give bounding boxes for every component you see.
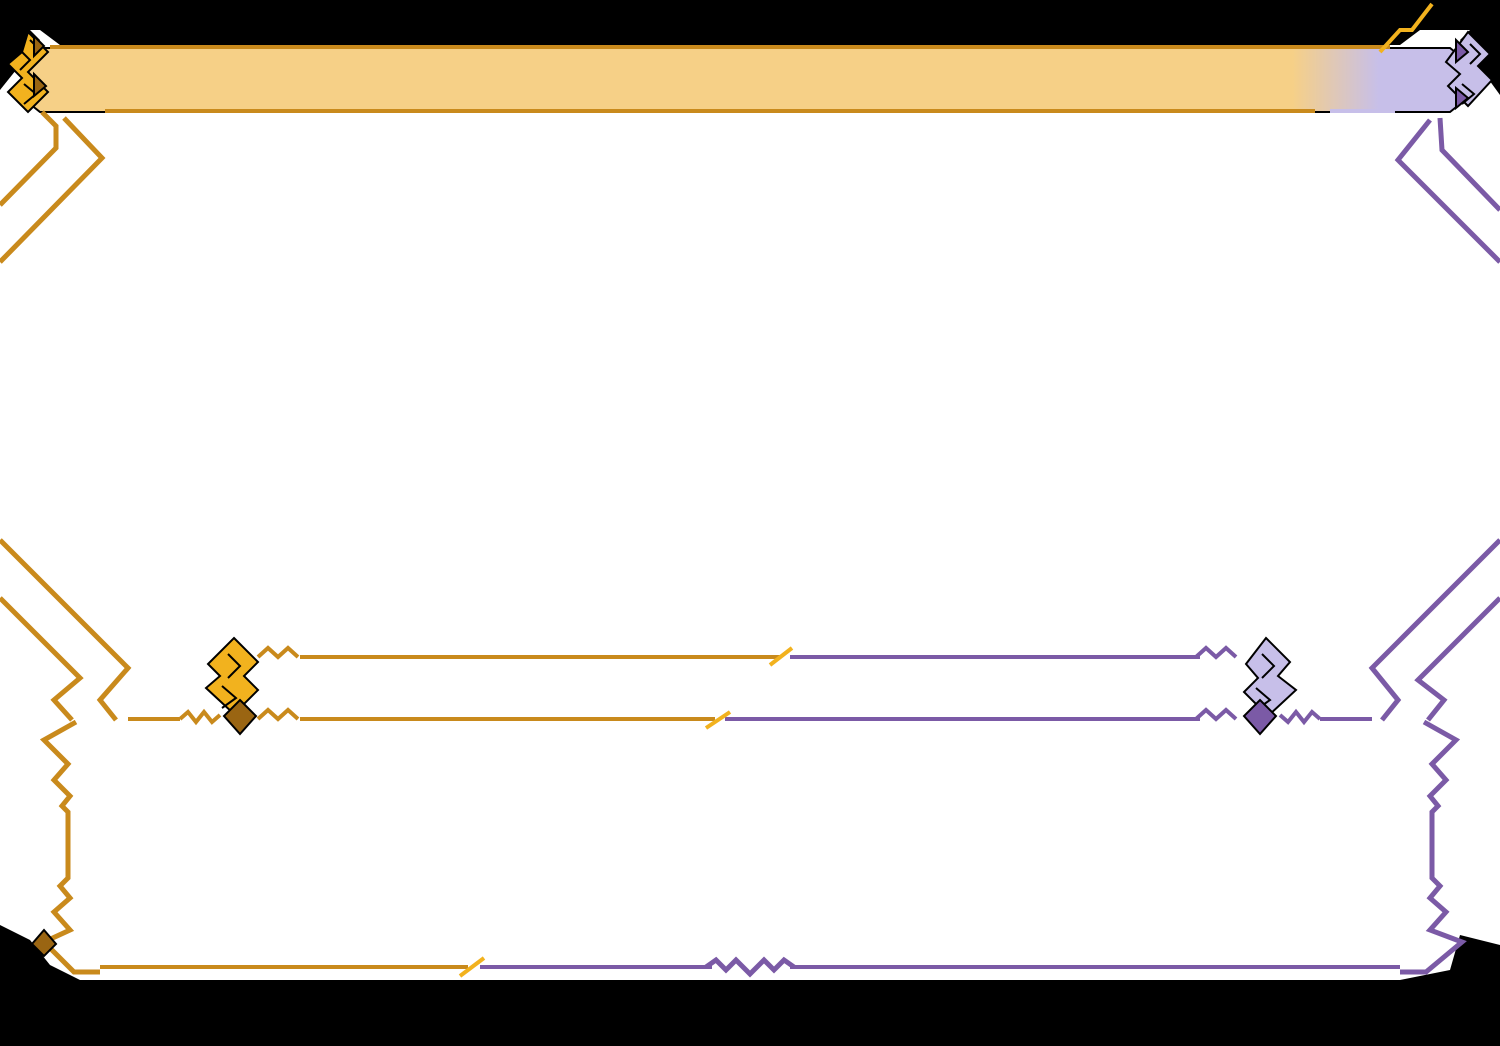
text-box-bottom-joint [458, 956, 486, 978]
top-border [0, 0, 1500, 45]
text-box-top-right-zigzag [1278, 708, 1322, 726]
bottom-border [0, 925, 1500, 1046]
type-line-zigzag-left [256, 645, 300, 722]
right-rail-upper-inner [1394, 118, 1500, 264]
top-left-knot-ornament [6, 30, 50, 114]
text-box-bottom-left-knot [30, 928, 58, 958]
lightning-accent [1378, 2, 1434, 54]
text-box-right-border [1400, 719, 1467, 975]
text-box-left-border [39, 719, 100, 975]
type-line-left-knot [204, 636, 260, 736]
right-rail-lower-outer [1368, 538, 1500, 722]
left-rail-upper-outer [0, 110, 59, 207]
type-line-right-knot [1242, 636, 1298, 736]
name-bar [24, 47, 1466, 113]
type-line-joint-bottom [704, 710, 732, 730]
type-line-zigzag-right [1194, 645, 1238, 722]
left-rail-lower-outer [0, 538, 132, 722]
right-rail-lower-inner [1414, 596, 1500, 722]
type-line-joint-top [768, 646, 794, 667]
left-top-corner [0, 0, 40, 90]
top-right-knot-ornament [1444, 30, 1494, 111]
text-box-top-left-zigzag [178, 708, 222, 726]
text-box-bottom-center-ornament [704, 956, 796, 978]
left-rail-upper-inner [0, 116, 106, 264]
left-rail-lower-inner [0, 596, 84, 722]
right-rail-upper-outer [1437, 117, 1500, 212]
